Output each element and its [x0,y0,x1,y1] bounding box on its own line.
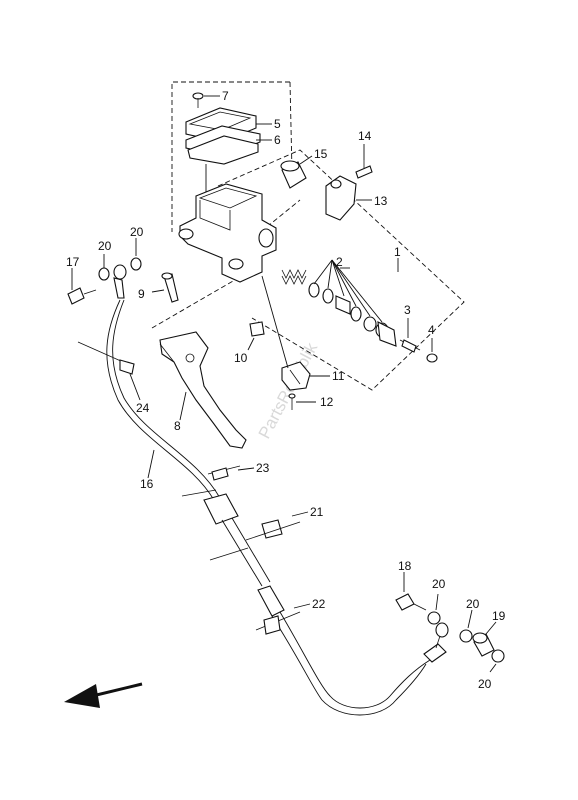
watermark-text: PartsRepublik [255,339,322,442]
callout-20b: 20 [130,225,144,239]
front-direction-arrow-icon [64,682,143,708]
callout-20a: 20 [98,239,112,253]
lower-banjo-bolt [395,593,427,611]
clutch-hose-upper [106,299,215,501]
clutch-hose-lower [271,615,427,716]
callout-20c: 20 [432,577,446,591]
callout-23: 23 [256,461,270,475]
lower-hose-fitting [423,622,449,663]
callout-2-leaders [313,259,383,323]
clamp-bolt [355,160,373,179]
diaphragm [187,135,259,165]
piston-parts [308,282,397,347]
clutch-switch [281,361,311,391]
hose-joint [203,493,239,525]
callout-17: 17 [66,255,80,269]
cap-screw [192,92,204,108]
callout-20e: 20 [478,677,492,691]
callout-14: 14 [358,129,372,143]
callout-11: 11 [332,369,345,383]
guide-22-clamp [255,611,301,635]
master-cylinder-body [178,183,277,283]
clutch-lever [159,331,247,449]
callout-13: 13 [374,194,388,208]
callout-1: 1 [394,245,401,259]
callout-9: 9 [138,287,145,301]
switch-screw [288,393,296,410]
callout-20d: 20 [466,597,480,611]
callout-16: 16 [140,477,154,491]
lower-washers [427,611,505,663]
lower-sleeve [472,632,495,657]
callout-18: 18 [398,559,412,573]
callout-4: 4 [428,323,435,337]
hose-sleeve-22 [257,585,285,617]
callout-21: 21 [310,505,324,519]
upper-banjo-bolt [67,287,97,305]
callout-19: 19 [492,609,506,623]
callout-10: 10 [234,351,248,365]
callout-6: 6 [274,133,281,147]
reservoir-dashed-box [171,81,293,232]
clamp-bracket [325,175,357,221]
callout-2: 2 [336,255,343,269]
rubber-boot [426,353,438,363]
sleeve-bushing [280,160,307,189]
callout-24: 24 [136,401,150,415]
pushrod [399,339,421,353]
callout-22: 22 [312,597,326,611]
callout-15: 15 [314,147,328,161]
callout-12: 12 [320,395,334,409]
lever-nut [249,321,265,337]
upper-hose-banjo [113,264,127,299]
callout-5: 5 [274,117,281,131]
piston-spring [281,269,307,285]
callout-8: 8 [174,419,181,433]
pivot-bolt [161,272,179,303]
hose-clamp-24 [77,341,135,375]
hose-guide-21 [209,519,301,561]
hose-clamp-23 [181,465,241,497]
callout-3: 3 [404,303,411,317]
callout-7: 7 [222,89,229,103]
